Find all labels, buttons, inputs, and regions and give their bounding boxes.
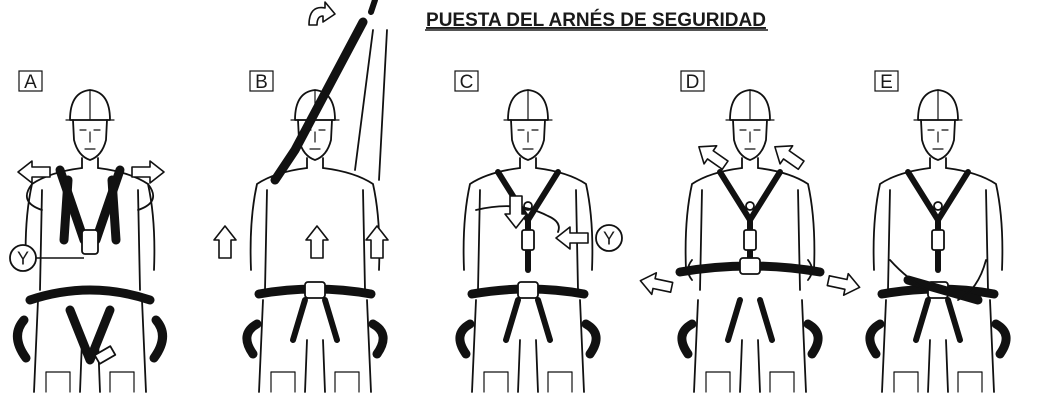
step-a-arrow-left-icon [17,160,51,184]
step-e-label-box [874,70,899,92]
step-a-callout-label: Y [17,249,29,269]
step-b-figure [213,0,389,393]
step-a-label: A [24,72,37,93]
step-a-arrow-right-icon [131,160,165,184]
step-d-label: D [686,72,700,93]
step-d-arrow-shoulder-left-icon [691,137,733,175]
step-e-figure [870,89,1006,393]
step-b: B [213,0,389,393]
step-d: D [637,70,863,393]
step-d-figure [637,89,863,393]
step-b-label-box [249,70,274,92]
step-b-arrow-up-right-icon [365,225,389,259]
step-c-label-box [454,70,479,92]
step-e-label: E [880,72,893,93]
step-c-arrow-left-icon [555,226,589,250]
step-c-label: C [460,72,474,93]
step-a: A Y [9,70,167,393]
step-d-arrow-left-icon [637,269,675,299]
step-c-figure [460,89,596,393]
step-b-rotate-arrow-icon [308,1,336,26]
step-c-callout-circle [595,224,623,252]
step-c: C Y [454,70,623,393]
step-a-label-box [18,70,43,92]
step-b-arrow-up-center-icon [305,225,329,259]
step-d-arrow-right-icon [825,269,863,299]
step-c-callout-label: Y [603,229,615,249]
step-b-arrow-up-left-icon [213,225,237,259]
step-d-label-box [680,70,705,92]
step-d-arrow-shoulder-right-icon [767,137,809,175]
step-a-figure [13,89,167,393]
diagram-title: PUESTA DEL ARNÉS DE SEGURIDAD [426,9,766,31]
step-e: E [870,70,1006,393]
step-b-label: B [255,72,268,93]
step-a-callout-circle [9,244,37,272]
